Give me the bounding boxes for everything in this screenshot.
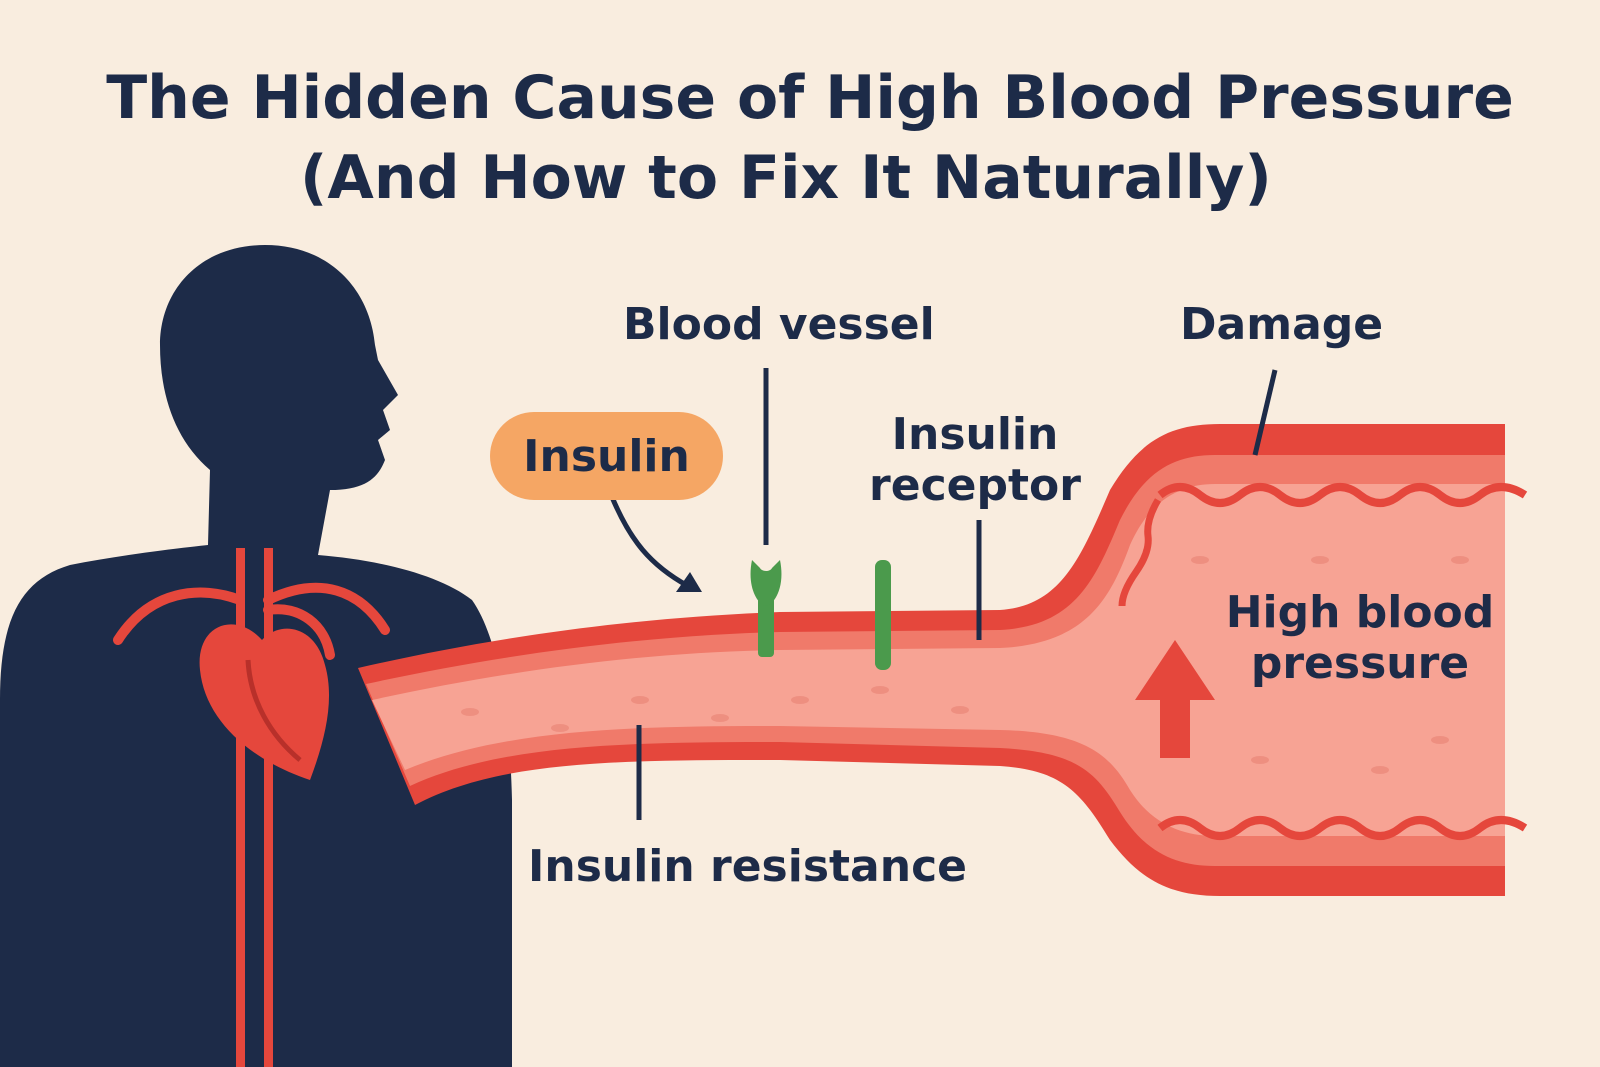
insulin-badge: Insulin	[490, 412, 723, 500]
page-title-line-1: The Hidden Cause of High Blood Pressure	[106, 63, 1514, 133]
leader-lines	[636, 368, 1278, 820]
heart-icon	[113, 548, 390, 1067]
label-high-bp-line-2: pressure	[1250, 637, 1470, 689]
label-insulin: Insulin	[523, 430, 690, 482]
label-damage: Damage	[1180, 299, 1384, 350]
label-high-blood-pressure: High blood pressure	[1215, 587, 1505, 689]
label-blood-vessel: Blood vessel	[623, 299, 935, 350]
label-insulin-receptor: Insulin receptor	[862, 409, 1088, 511]
up-arrow-icon	[1135, 640, 1215, 758]
blood-vessel-drawing	[358, 424, 1528, 896]
label-insulin-receptor-line-1: Insulin	[891, 409, 1059, 460]
insulin-arrow	[609, 496, 702, 592]
label-high-bp-line-1: High blood	[1225, 587, 1495, 638]
label-insulin-receptor-line-2: receptor	[869, 459, 1081, 511]
insulin-receptor-icon	[750, 560, 891, 670]
page-title-line-2: (And How to Fix It Naturally)	[300, 143, 1272, 213]
label-insulin-resistance: Insulin resistance	[528, 841, 967, 892]
